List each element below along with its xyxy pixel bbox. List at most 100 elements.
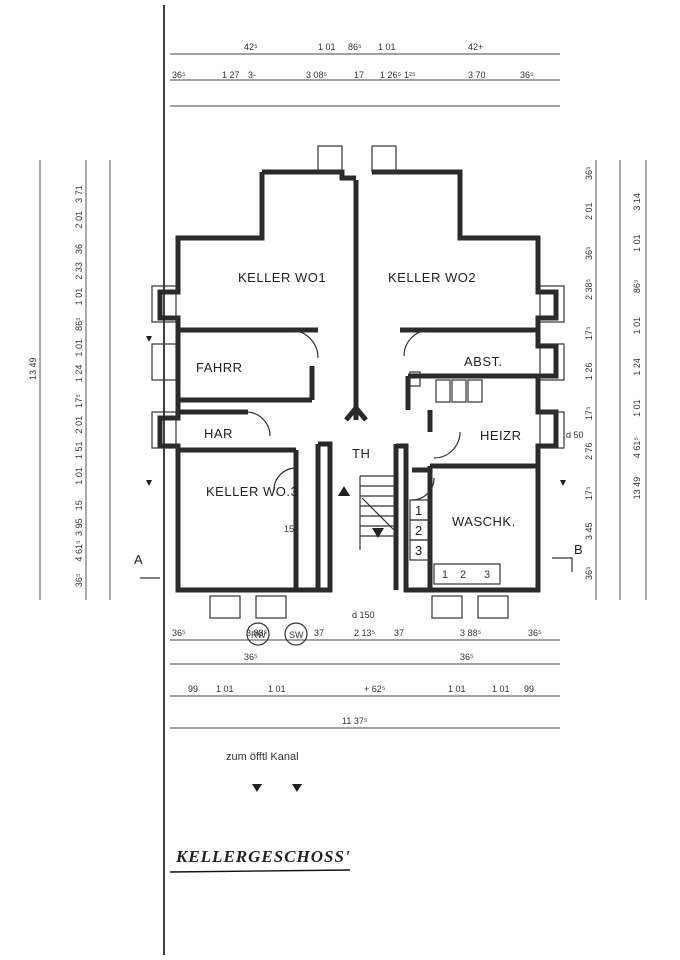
dimension-text: 3- bbox=[248, 70, 256, 80]
dimension-text: 4 61⁵ bbox=[632, 437, 642, 459]
rainwater-label: RW bbox=[251, 630, 266, 640]
dimension-text: + 62⁵ bbox=[364, 684, 386, 694]
storage-fixture bbox=[409, 371, 421, 387]
wash-fixture-label: 3 bbox=[484, 569, 490, 581]
window-well bbox=[209, 595, 241, 619]
dimension-text: 3 88⁵ bbox=[246, 628, 268, 638]
room-label-heizr: HEIZR bbox=[480, 428, 522, 443]
drawing-title: KELLERGESCHOSS' bbox=[175, 847, 351, 866]
dimension-text: 1 01 bbox=[632, 234, 642, 252]
level-marker bbox=[146, 480, 152, 486]
wash-fixture-label: 1 bbox=[442, 569, 448, 581]
dimension-text: 15 bbox=[74, 500, 84, 510]
rainwater-symbol bbox=[246, 622, 270, 646]
dimension-text: 1 01 bbox=[448, 684, 466, 694]
room-label-keller-wo3: KELLER WO.3 bbox=[206, 484, 298, 499]
dimension-text: 86⁵ bbox=[632, 279, 642, 293]
step-box bbox=[409, 539, 431, 561]
room-label-th: TH bbox=[352, 446, 370, 461]
window-well bbox=[539, 343, 565, 381]
dimension-text: 1 01 bbox=[632, 317, 642, 335]
interior-wall bbox=[344, 404, 368, 422]
room-label-fahrr: FAHRR bbox=[196, 360, 243, 375]
window-well bbox=[539, 411, 565, 449]
dimension-text: 3 88⁵ bbox=[460, 628, 482, 638]
dimension-text: 4 61⁵ bbox=[74, 540, 84, 562]
dimension-text: 1 01 bbox=[74, 467, 84, 485]
door-swing bbox=[433, 431, 461, 459]
dimension-text: 36⁵ bbox=[520, 70, 534, 80]
dimension-text: 2 01 bbox=[74, 211, 84, 229]
dimension-text: 17⁵ bbox=[584, 406, 594, 420]
section-label-b: B bbox=[574, 542, 583, 557]
storage-fixture bbox=[467, 379, 483, 403]
dimension-text: 36⁵ bbox=[528, 628, 542, 638]
sewage-label: SW bbox=[289, 630, 304, 640]
dimension-text: 1 26⁵ bbox=[380, 70, 402, 80]
wash-fixture-bank bbox=[433, 563, 501, 585]
dimension-text: 17 bbox=[354, 70, 364, 80]
dimension-text: 1 24 bbox=[74, 365, 84, 383]
door-swing bbox=[273, 467, 297, 491]
window-well bbox=[431, 595, 463, 619]
dimension-text: 1 01 bbox=[632, 399, 642, 417]
dimension-text: 37 bbox=[394, 628, 404, 638]
dimension-text: 36⁵ bbox=[460, 652, 474, 662]
dimension-text: 37 bbox=[314, 628, 324, 638]
dimension-text: 1 01 bbox=[318, 42, 336, 52]
dimension-text: 99 bbox=[188, 684, 198, 694]
dimension-text: 86⁵ bbox=[74, 317, 84, 331]
pipe-label: d 50 bbox=[566, 430, 584, 440]
dimension-text: 1 01 bbox=[216, 684, 234, 694]
window-well bbox=[151, 285, 177, 323]
dimension-text: 2 13⁵ bbox=[354, 628, 376, 638]
storage-fixture bbox=[435, 379, 451, 403]
dimension-text: 2 01 bbox=[584, 202, 594, 220]
dimension-text: 17⁵ bbox=[584, 326, 594, 340]
dimension-text: 1²⁵ bbox=[404, 70, 416, 80]
section-label-a: A bbox=[134, 552, 143, 567]
room-label-keller-wo1: KELLER WO1 bbox=[238, 270, 326, 285]
dimension-text: 36⁵ bbox=[244, 652, 258, 662]
dimension-text: 1 01 bbox=[492, 684, 510, 694]
dimension-text: 1 27 bbox=[222, 70, 240, 80]
dimension-text: 42⁵ bbox=[244, 42, 258, 52]
dim-bottom-total: 11 37⁵ bbox=[342, 716, 368, 726]
window-well bbox=[317, 145, 343, 173]
dimension-text: 1 01 bbox=[74, 339, 84, 357]
dimension-text: 1 01 bbox=[378, 42, 396, 52]
dimension-text: 36⁵ bbox=[74, 573, 84, 587]
dimension-text: 13 49 bbox=[632, 477, 642, 500]
door-swing bbox=[245, 411, 271, 437]
sewage-symbol bbox=[284, 622, 308, 646]
dimension-text: 36⁵ bbox=[172, 70, 186, 80]
outer-wall bbox=[372, 169, 559, 593]
pipe-label: 150 bbox=[284, 524, 299, 534]
window-well bbox=[255, 595, 287, 619]
dimension-text: 1 51 bbox=[74, 442, 84, 460]
dimension-text: 2 38⁵ bbox=[584, 278, 594, 300]
dimension-text: 2 01 bbox=[74, 416, 84, 434]
title-underline bbox=[169, 869, 351, 873]
outer-wall bbox=[262, 169, 356, 181]
stair-treads bbox=[359, 475, 396, 550]
stair-step-label: 1 bbox=[415, 503, 423, 518]
storage-fixture bbox=[451, 379, 467, 403]
outer-wall bbox=[157, 172, 333, 593]
dimension-text: 36⁵ bbox=[584, 166, 594, 180]
window-well bbox=[151, 411, 177, 449]
door-swing bbox=[403, 329, 431, 357]
room-label-keller-wo2: KELLER WO2 bbox=[388, 270, 476, 285]
dimension-text: 1 24 bbox=[632, 358, 642, 376]
dimension-text: 36 bbox=[74, 244, 84, 254]
room-label-har: HAR bbox=[204, 426, 233, 441]
dimension-text: 17⁵ bbox=[584, 486, 594, 500]
wash-fixture-label: 2 bbox=[460, 569, 466, 581]
